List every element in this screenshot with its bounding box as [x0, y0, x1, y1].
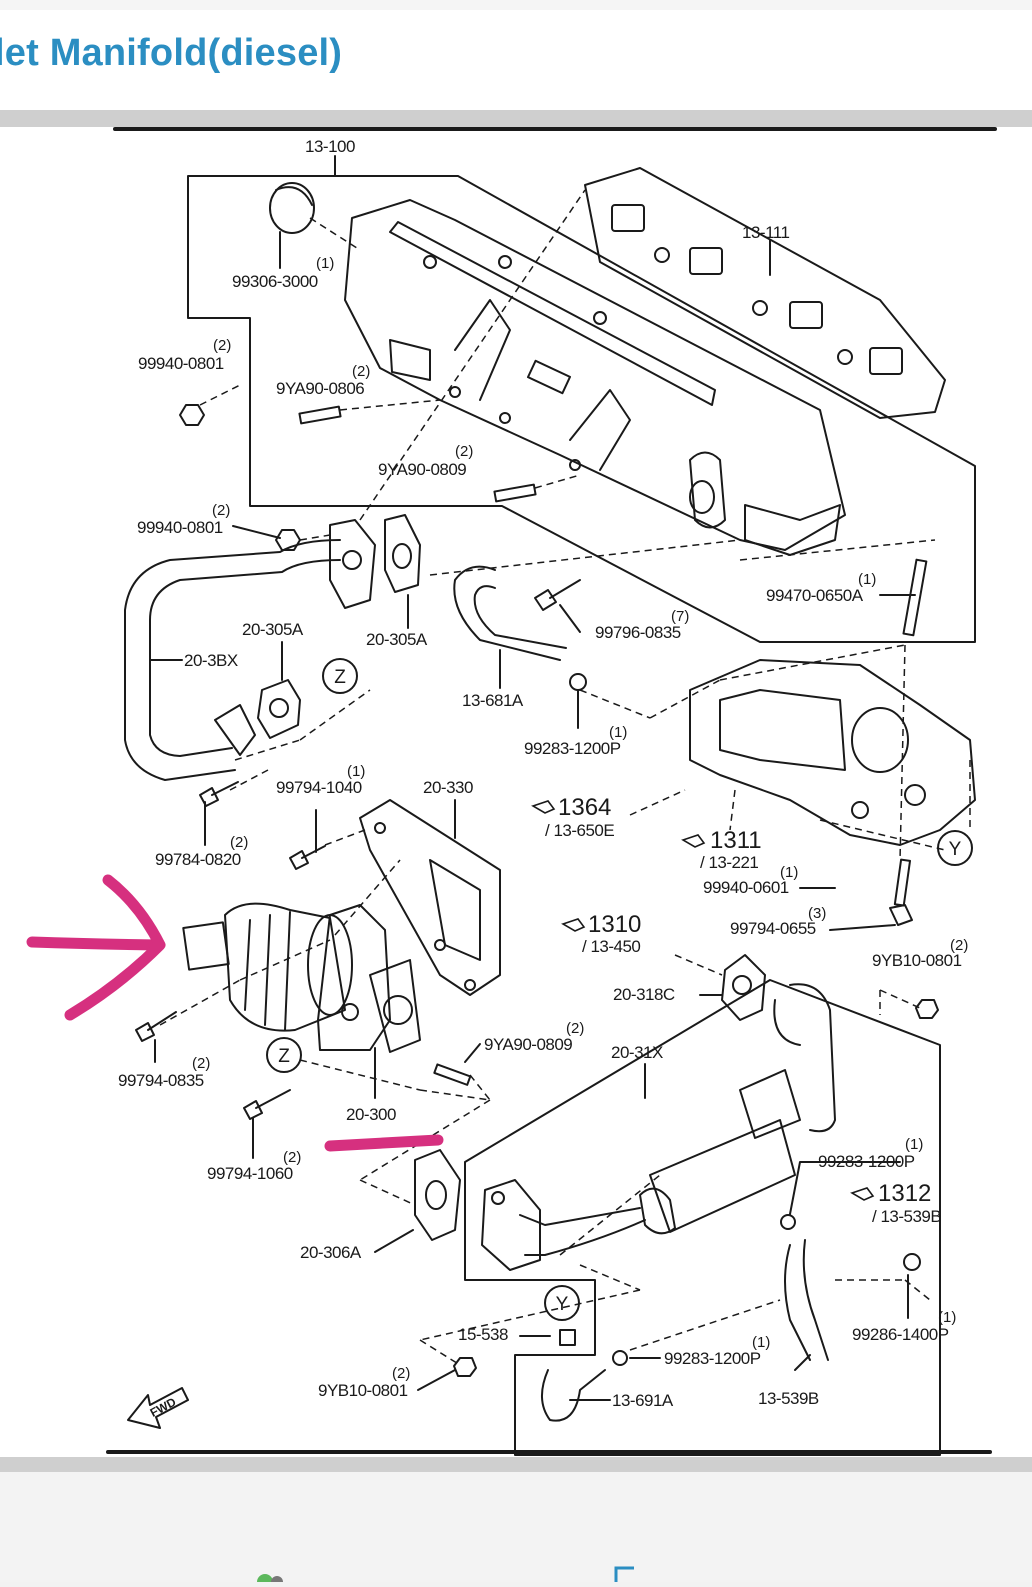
part-label: 9YA90-0806: [276, 379, 364, 398]
part-label: 13-111: [742, 223, 789, 242]
quantity-label: (2): [950, 937, 968, 954]
part-label: 20-306A: [300, 1243, 362, 1262]
annotation-arrow-shaft: [26, 936, 164, 951]
part-label: 9YA90-0809: [484, 1035, 572, 1054]
annotation-arrowhead: [64, 874, 166, 1021]
diagram-canvas: Z Z Y Y 13-100 13-111 99306-3000 99940-0…: [0, 127, 1032, 1457]
ref-number: 1311: [710, 827, 762, 854]
quantity-label: (2): [213, 337, 231, 354]
footer-area: [0, 1472, 1032, 1582]
quantity-label: (2): [192, 1055, 210, 1072]
part-label: 9YA90-0809: [378, 460, 466, 479]
quantity-label: (2): [455, 443, 473, 460]
marker-z-top: [322, 658, 358, 694]
part-label: / 13-650E: [545, 821, 614, 840]
part-label: 99283-1200P: [818, 1152, 915, 1171]
part-label: 20-300: [346, 1105, 396, 1124]
marker-y-label: Y: [949, 839, 962, 860]
fwd-label: FWD: [148, 1395, 179, 1420]
part-label: 13-100: [305, 137, 355, 156]
parts-diagram: Z Z Y Y 13-100 13-111 99306-3000 99940-0…: [26, 127, 997, 1456]
quantity-label: (1): [316, 255, 334, 272]
quantity-label: (1): [780, 864, 798, 881]
part-label: 20-31X: [611, 1043, 663, 1062]
part-label: 99794-0655: [730, 919, 816, 938]
quantity-label: (1): [938, 1309, 956, 1326]
part-label: 99940-0801: [137, 518, 223, 537]
part-label: 9YB10-0801: [318, 1381, 408, 1400]
annotation-underline: [324, 1134, 444, 1152]
part-label: 20-318C: [613, 985, 675, 1004]
part-label: / 13-539B: [872, 1207, 941, 1226]
part-label: 99784-0820: [155, 850, 241, 869]
part-label: 15-538: [458, 1325, 508, 1344]
ref-number: 1364: [558, 794, 611, 821]
part-label: 99940-0801: [138, 354, 224, 373]
top-divider: [0, 110, 1032, 127]
page-title: let Manifold(diesel): [0, 32, 343, 74]
part-label: 99796-0835: [595, 623, 681, 642]
marker-y-bottom: [544, 1285, 580, 1321]
part-label: 99283-1200P: [664, 1349, 761, 1368]
quantity-label: (2): [212, 502, 230, 519]
share-icon[interactable]: [612, 1562, 642, 1582]
part-label: 99794-0835: [118, 1071, 204, 1090]
title-bar: let Manifold(diesel): [0, 10, 1032, 110]
hand-icon: [681, 834, 706, 848]
hand-icon: [531, 800, 556, 814]
part-label: 13-539B: [758, 1389, 819, 1408]
part-label: 20-330: [423, 778, 473, 797]
quantity-label: (1): [752, 1334, 770, 1351]
hand-icon: [561, 918, 586, 932]
ref-number: 1310: [588, 911, 641, 938]
quantity-label: (1): [905, 1136, 923, 1153]
marker-y-label: Y: [556, 1294, 569, 1315]
part-label: 20-305A: [242, 620, 304, 639]
part-label: 99470-0650A: [766, 586, 864, 605]
part-label: / 13-221: [700, 853, 758, 872]
part-label: 99283-1200P: [524, 739, 621, 758]
part-label: 99794-1040: [276, 778, 362, 797]
part-label: 20-3BX: [184, 651, 238, 670]
part-label: 99286-1400P: [852, 1325, 949, 1344]
part-label: 13-691A: [612, 1391, 674, 1410]
part-label: 99794-1060: [207, 1164, 293, 1183]
quantity-label: (2): [352, 363, 370, 380]
marker-z-bottom: [266, 1037, 302, 1073]
marker-z-label: Z: [334, 667, 346, 688]
part-label: 99306-3000: [232, 272, 318, 291]
quantity-label: (2): [566, 1020, 584, 1037]
ref-number: 1312: [878, 1180, 931, 1207]
part-label: 13-681A: [462, 691, 524, 710]
part-label: / 13-450: [582, 937, 640, 956]
quantity-label: (3): [808, 905, 826, 922]
marker-z-label: Z: [278, 1046, 290, 1067]
quantity-label: (2): [392, 1365, 410, 1382]
hand-icon: [850, 1187, 875, 1201]
quantity-label: (2): [283, 1149, 301, 1166]
quantity-label: (1): [347, 763, 365, 780]
part-label: 20-305A: [366, 630, 428, 649]
app-icon[interactable]: [255, 1562, 285, 1587]
part-label: 99940-0601: [703, 878, 789, 897]
quantity-label: (7): [671, 608, 689, 625]
bottom-divider: [0, 1457, 1032, 1472]
marker-y-right: [937, 830, 973, 866]
quantity-label: (1): [858, 571, 876, 588]
quantity-label: (2): [230, 834, 248, 851]
part-label: 9YB10-0801: [872, 951, 962, 970]
quantity-label: (1): [609, 724, 627, 741]
